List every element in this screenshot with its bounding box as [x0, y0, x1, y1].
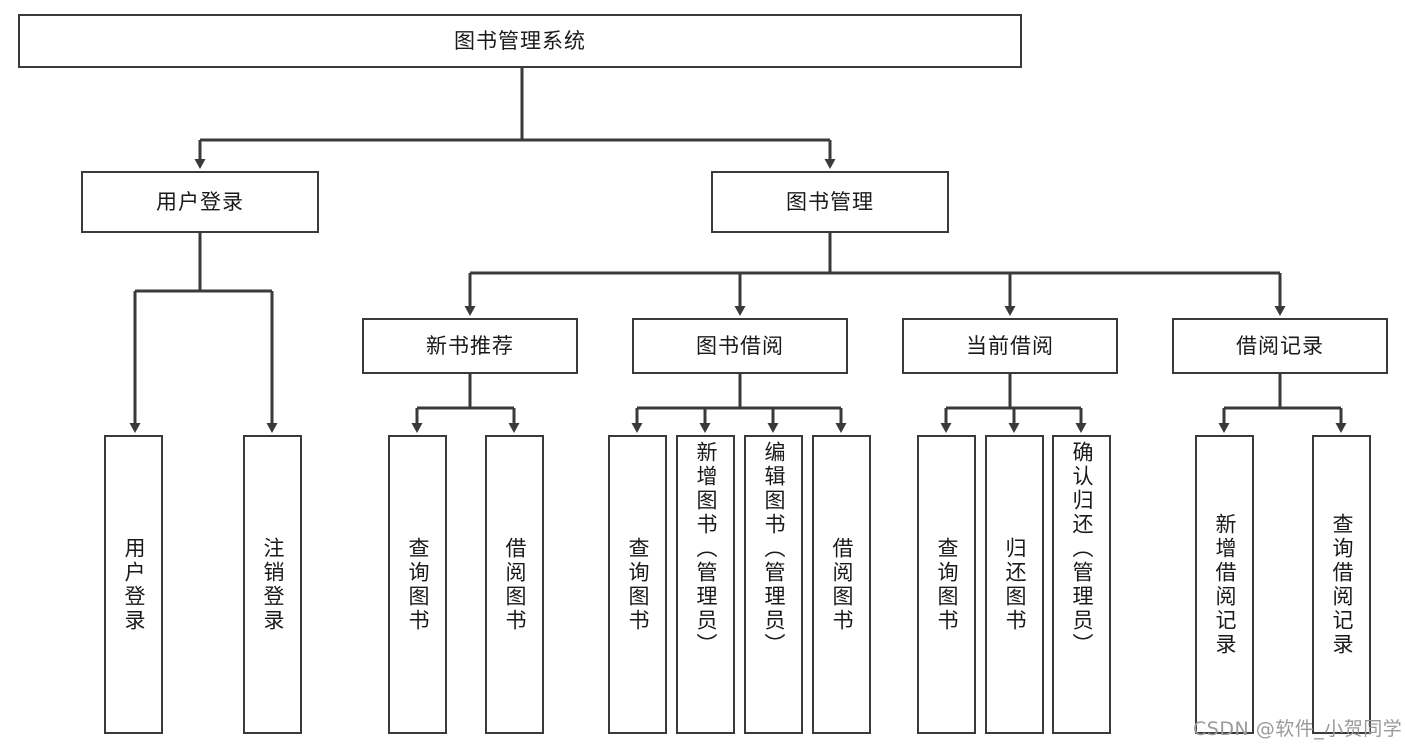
node-borrow-record-label: 借阅记录 — [1236, 333, 1324, 358]
node-leaf[interactable]: 查询图书 — [917, 435, 976, 734]
node-book-management-label: 图书管理 — [786, 189, 874, 214]
node-book-borrow[interactable]: 图书借阅 — [632, 318, 848, 374]
node-book-borrow-label: 图书借阅 — [696, 333, 784, 358]
node-root[interactable]: 图书管理系统 — [18, 14, 1022, 68]
node-leaf[interactable]: 确认归还（管理员） — [1052, 435, 1111, 734]
csdn-watermark: CSDN @软件_小贺同学 — [1193, 718, 1403, 740]
node-leaf-label: 确认归还（管理员） — [1070, 441, 1094, 657]
node-leaf[interactable]: 用户登录 — [104, 435, 163, 734]
node-leaf[interactable]: 查询图书 — [388, 435, 447, 734]
node-root-label: 图书管理系统 — [454, 28, 586, 53]
node-user-login[interactable]: 用户登录 — [81, 171, 319, 233]
node-book-management[interactable]: 图书管理 — [711, 171, 949, 233]
node-leaf-label: 归还图书 — [1003, 536, 1027, 633]
node-leaf-label: 编辑图书（管理员） — [762, 441, 786, 657]
node-leaf[interactable]: 编辑图书（管理员） — [744, 435, 803, 734]
node-leaf-label: 借阅图书 — [830, 536, 854, 633]
node-leaf-label: 借阅图书 — [503, 536, 527, 633]
node-leaf-label: 注销登录 — [261, 536, 285, 633]
node-leaf[interactable]: 归还图书 — [985, 435, 1044, 734]
node-leaf-label: 查询借阅记录 — [1330, 512, 1354, 657]
node-new-book-recommend-label: 新书推荐 — [426, 333, 514, 358]
node-current-borrow[interactable]: 当前借阅 — [902, 318, 1118, 374]
node-user-login-label: 用户登录 — [156, 189, 244, 214]
node-leaf-label: 用户登录 — [122, 536, 146, 633]
node-leaf[interactable]: 注销登录 — [243, 435, 302, 734]
node-leaf[interactable]: 新增图书（管理员） — [676, 435, 735, 734]
node-leaf[interactable]: 查询借阅记录 — [1312, 435, 1371, 734]
node-leaf-label: 新增借阅记录 — [1213, 512, 1237, 657]
node-borrow-record[interactable]: 借阅记录 — [1172, 318, 1388, 374]
node-leaf-label: 查询图书 — [406, 536, 430, 633]
node-leaf[interactable]: 借阅图书 — [485, 435, 544, 734]
node-current-borrow-label: 当前借阅 — [966, 333, 1054, 358]
node-leaf-label: 查询图书 — [626, 536, 650, 633]
node-leaf-label: 查询图书 — [935, 536, 959, 633]
node-leaf[interactable]: 新增借阅记录 — [1195, 435, 1254, 734]
node-new-book-recommend[interactable]: 新书推荐 — [362, 318, 578, 374]
node-leaf[interactable]: 借阅图书 — [812, 435, 871, 734]
node-leaf-label: 新增图书（管理员） — [694, 441, 718, 657]
node-leaf[interactable]: 查询图书 — [608, 435, 667, 734]
